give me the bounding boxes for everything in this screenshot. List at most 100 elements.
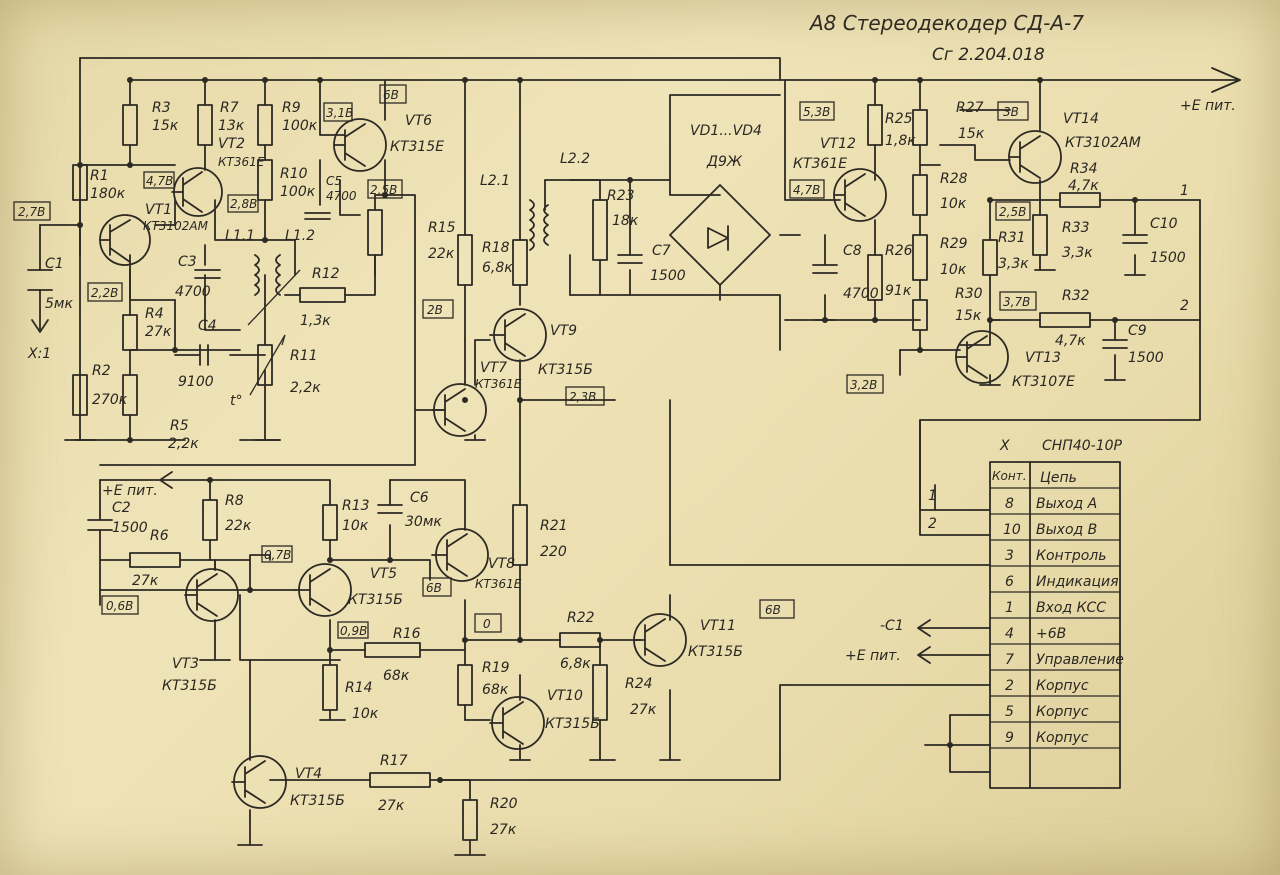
vt4-type: КТ315Б [290, 793, 345, 809]
c3-value: 4700 [175, 284, 211, 300]
c5-ref: C5 [326, 174, 342, 188]
r28-ref: R28 [940, 171, 968, 187]
r22-value: 6,8к [560, 656, 591, 672]
zero-voltage: 0 [483, 617, 491, 631]
r11-value: 2,2к [290, 380, 321, 396]
l12-label: L1.2 [285, 228, 315, 244]
r21-ref: R21 [540, 518, 568, 534]
vt9-type: КТ315Б [538, 362, 593, 378]
r17-ref: R17 [380, 753, 408, 769]
r6-ref: R6 [150, 528, 169, 544]
c7-ref: C7 [652, 243, 671, 259]
vt12-ref: VT12 [820, 136, 856, 152]
vt13-type: КТ3107Е [1012, 374, 1075, 390]
l11-label: L1.1 [225, 228, 255, 244]
vt8-type: КТ361Е [475, 577, 522, 591]
r30-ref: R30 [955, 286, 983, 302]
r3-value: 15к [152, 118, 179, 134]
r10-ref: R10 [280, 166, 308, 182]
connector-header-pin: Конт. [992, 469, 1027, 483]
vt3-collector-voltage: 0,7В [264, 548, 291, 562]
vt7-emitter-voltage: 2В [427, 303, 443, 317]
vt8-emitter-voltage: 6В [426, 581, 442, 595]
r13-value: 10к [342, 518, 369, 534]
r29-value: 10к [940, 262, 967, 278]
l21-label: L2.1 [480, 173, 510, 189]
c9-value: 1500 [1128, 350, 1164, 366]
vt9-ref: VT9 [550, 323, 577, 339]
connector-row-circuit: Индикация [1036, 574, 1119, 590]
r25-value: 1,8к [885, 133, 916, 149]
connector-row-pin: 5 [1005, 704, 1014, 720]
r10-value: 100к [280, 184, 316, 200]
connector-type: СНП40-10Р [1042, 438, 1123, 454]
vt14-emitter-voltage: 2,5В [999, 205, 1026, 219]
vt6-base-voltage: 3,1В [326, 106, 353, 120]
r1-value: 180к [90, 186, 126, 202]
vt12-emitter-voltage: 5,3В [803, 105, 830, 119]
vt6-ref: VT6 [405, 113, 432, 129]
connector-left-pin-1: 1 [928, 488, 937, 504]
c4-value: 9100 [178, 374, 214, 390]
vt9-emitter-voltage: 2,3В [569, 390, 596, 404]
r13-ref: R13 [342, 498, 370, 514]
vt3-ref: VT3 [172, 656, 199, 672]
junctions [77, 77, 1138, 783]
connector-row-circuit: Вход КСС [1036, 600, 1106, 616]
r16-ref: R16 [393, 626, 421, 642]
r1-ref: R1 [90, 168, 109, 184]
r31-ref: R31 [998, 230, 1026, 246]
c8-value: 4700 [843, 286, 879, 302]
connector-row-pin: 1 [1005, 600, 1014, 616]
r15-value: 22к [428, 246, 455, 262]
vt11-type: КТ315Б [688, 644, 743, 660]
vt14-type: КТ3102АМ [1065, 135, 1141, 151]
vt7-ref: VT7 [480, 360, 507, 376]
r31-value: 3,3к [998, 256, 1029, 272]
capacitor-plates [27, 212, 1148, 531]
r26-value: 91к [885, 283, 912, 299]
vt1-ref: VT1 [145, 202, 172, 218]
vt3-type: КТ315Б [162, 678, 217, 694]
vt13-emitter-voltage: 3,7В [1003, 295, 1030, 309]
wiring [31, 57, 1241, 856]
l22-label: L2.2 [560, 151, 590, 167]
vt10-ref: VT10 [547, 688, 583, 704]
c5-value: 4700 [326, 189, 357, 203]
r20-ref: R20 [490, 796, 518, 812]
r17-value: 27к [378, 798, 405, 814]
diode-bridge-ref: VD1...VD4 [690, 123, 762, 139]
misc-labels: +Е пит. +Е пит. Х:1 t° 1 2 [27, 98, 1236, 499]
supply-label-top: +Е пит. [1180, 98, 1236, 114]
connector-row-pin: 3 [1005, 548, 1014, 564]
vt1-type: КТ3102АМ [143, 219, 209, 233]
supply-label-left: +Е пит. [102, 483, 158, 499]
r2-value: 270к [92, 392, 128, 408]
r18-value: 6,8к [482, 260, 513, 276]
r27-value: 15к [958, 126, 985, 142]
c6-value: 30мк [405, 514, 442, 530]
thermistor-label: t° [230, 393, 243, 409]
c3-ref: C3 [178, 254, 197, 270]
connector-row-circuit: Выход А [1036, 496, 1097, 512]
output-2-label: 2 [1180, 298, 1189, 314]
c1-value: 5мк [45, 296, 73, 312]
r27-ref: R27 [956, 100, 984, 116]
voltage-labels: 2,7В 4,7В 2,2В 2,8В 3,1В 6В 2,5В 2В 2,3В… [13, 84, 1037, 639]
vt3-emitter-voltage: 0,6В [106, 599, 133, 613]
connector-row-pin: 6 [1005, 574, 1014, 590]
resistor-bodies [72, 104, 1101, 841]
connector-row-circuit: Контроль [1036, 548, 1106, 564]
c9-ref: C9 [1128, 323, 1147, 339]
diode-bridge-type: Д9Ж [706, 154, 743, 170]
output-1-label: 1 [1180, 183, 1189, 199]
r12-value: 1,3к [300, 313, 331, 329]
connector-row-pin: 4 [1005, 626, 1014, 642]
vt1-emitter-voltage: 2,2В [91, 286, 118, 300]
connector-row-pin: 2 [1005, 678, 1014, 694]
vt4-ref: VT4 [295, 766, 322, 782]
diode-bridge-symbol [669, 184, 771, 286]
c10-value: 1500 [1150, 250, 1186, 266]
r4-ref: R4 [145, 306, 164, 322]
